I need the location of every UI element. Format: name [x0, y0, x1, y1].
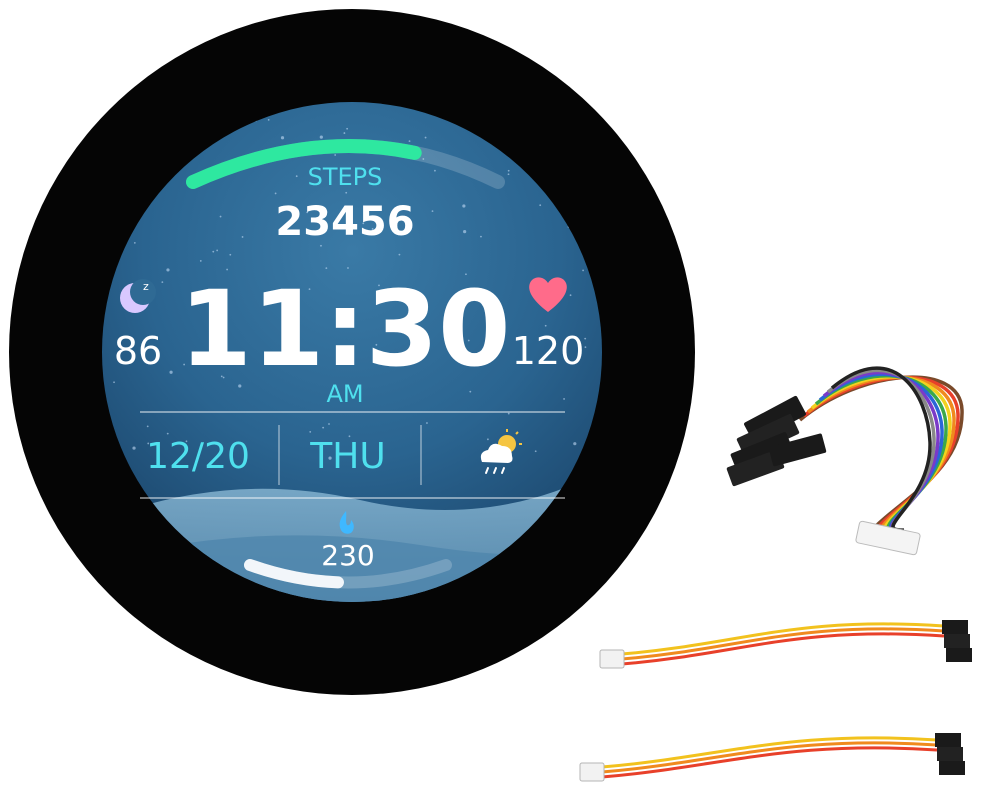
cable-wire	[601, 741, 938, 774]
short-cable-2	[579, 733, 965, 782]
dupont-end-2a	[935, 733, 961, 747]
calories-value: 230	[321, 539, 374, 572]
dupont-end-2c	[939, 761, 965, 775]
round-display: STEPS 23456 z 86 11:30 AM 120 12/20 THU	[9, 9, 695, 695]
dupont-end-2b	[937, 747, 963, 761]
sleep-value: 86	[114, 329, 162, 373]
dupont-end-1c	[946, 648, 972, 662]
short-cable-1	[599, 620, 972, 669]
clock-ampm: AM	[326, 380, 363, 408]
flame-icon	[339, 511, 354, 534]
steps-value: 23456	[275, 199, 414, 245]
calories-progress-bar	[244, 559, 452, 589]
dupont-end-1b	[944, 634, 970, 648]
jst-plug-2	[579, 762, 605, 782]
date-value: 12/20	[146, 436, 250, 477]
cable-wire	[621, 632, 945, 666]
ribbon-wire	[830, 366, 932, 532]
cable-wire	[621, 622, 945, 656]
cable-wire	[621, 627, 945, 661]
ribbon-jumper-cable	[726, 366, 964, 556]
weekday-value: THU	[309, 436, 385, 477]
heart-rate-value: 120	[512, 329, 585, 373]
svg-text:z: z	[143, 280, 149, 293]
cable-wire	[601, 736, 938, 769]
cable-wire	[601, 746, 938, 779]
steps-progress-bar	[186, 139, 505, 189]
heart-icon	[529, 277, 567, 312]
ribbon-wires	[798, 366, 964, 532]
sleep-moon-icon: z	[120, 279, 156, 313]
jst-plug-1	[599, 649, 625, 669]
dupont-end-1a	[942, 620, 968, 634]
partly-cloudy-rain-icon	[480, 429, 522, 474]
jst-connector	[855, 520, 921, 556]
clock-time: 11:30	[179, 268, 510, 390]
dupont-connectors	[726, 395, 827, 487]
steps-label: STEPS	[308, 163, 383, 191]
